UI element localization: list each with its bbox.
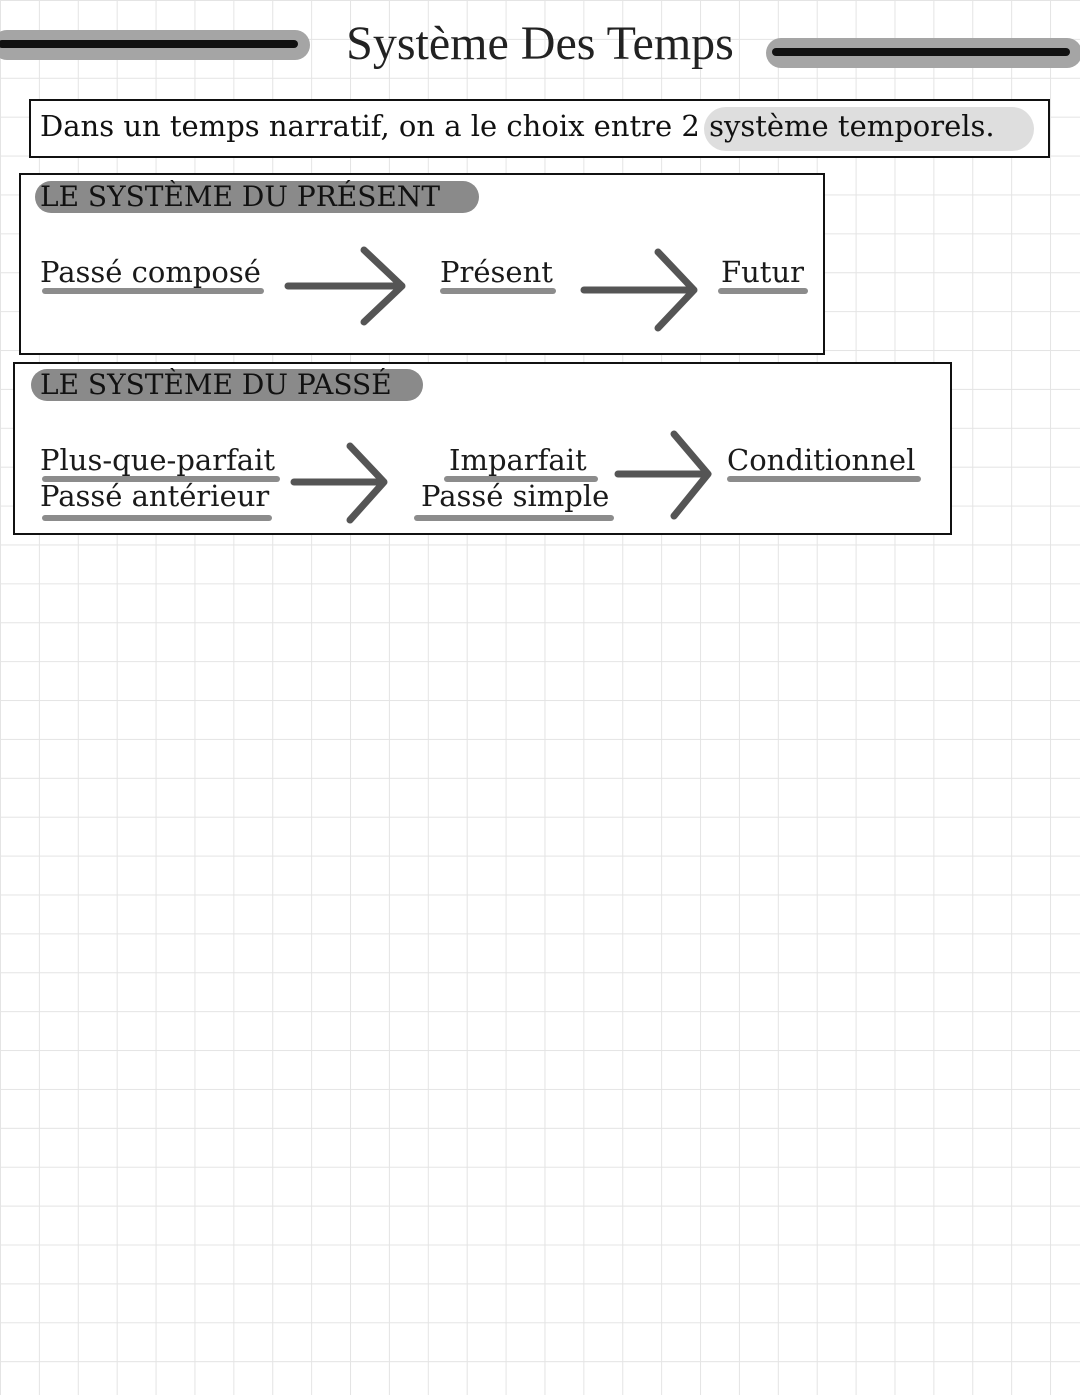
intro-text: Dans un temps narratif, on a le choix en…	[40, 109, 995, 143]
present-system-highlight	[35, 181, 479, 213]
underline	[42, 476, 280, 482]
tense-imparfait: Imparfait	[449, 443, 587, 477]
underline	[414, 515, 614, 521]
arrow-right-icon	[290, 442, 388, 524]
tense-passe-anterieur: Passé antérieur	[40, 479, 270, 513]
title-decoration-right	[766, 38, 1080, 68]
underline	[444, 476, 598, 482]
past-system-highlight	[31, 369, 423, 401]
tense-passe-compose: Passé composé	[40, 255, 261, 289]
past-system-title: LE SYSTÈME DU PASSÉ	[40, 368, 392, 401]
underline	[42, 515, 272, 521]
tense-passe-simple: Passé simple	[421, 479, 610, 513]
arrow-right-icon	[614, 430, 712, 520]
arrow-right-icon	[580, 248, 698, 332]
tense-present: Présent	[440, 255, 553, 289]
arrow-right-icon	[284, 246, 406, 326]
underline	[727, 476, 921, 482]
page-title: Système Des Temps	[346, 17, 734, 70]
underline	[42, 288, 264, 294]
underline	[440, 288, 556, 294]
tense-futur: Futur	[721, 255, 804, 289]
tense-plus-que-parfait: Plus-que-parfait	[40, 443, 276, 477]
title-decoration-left	[0, 30, 310, 60]
underline	[718, 288, 808, 294]
present-system-title: LE SYSTÈME DU PRÉSENT	[40, 180, 441, 213]
intro-highlight	[704, 107, 1034, 151]
tense-conditionnel: Conditionnel	[727, 443, 916, 477]
